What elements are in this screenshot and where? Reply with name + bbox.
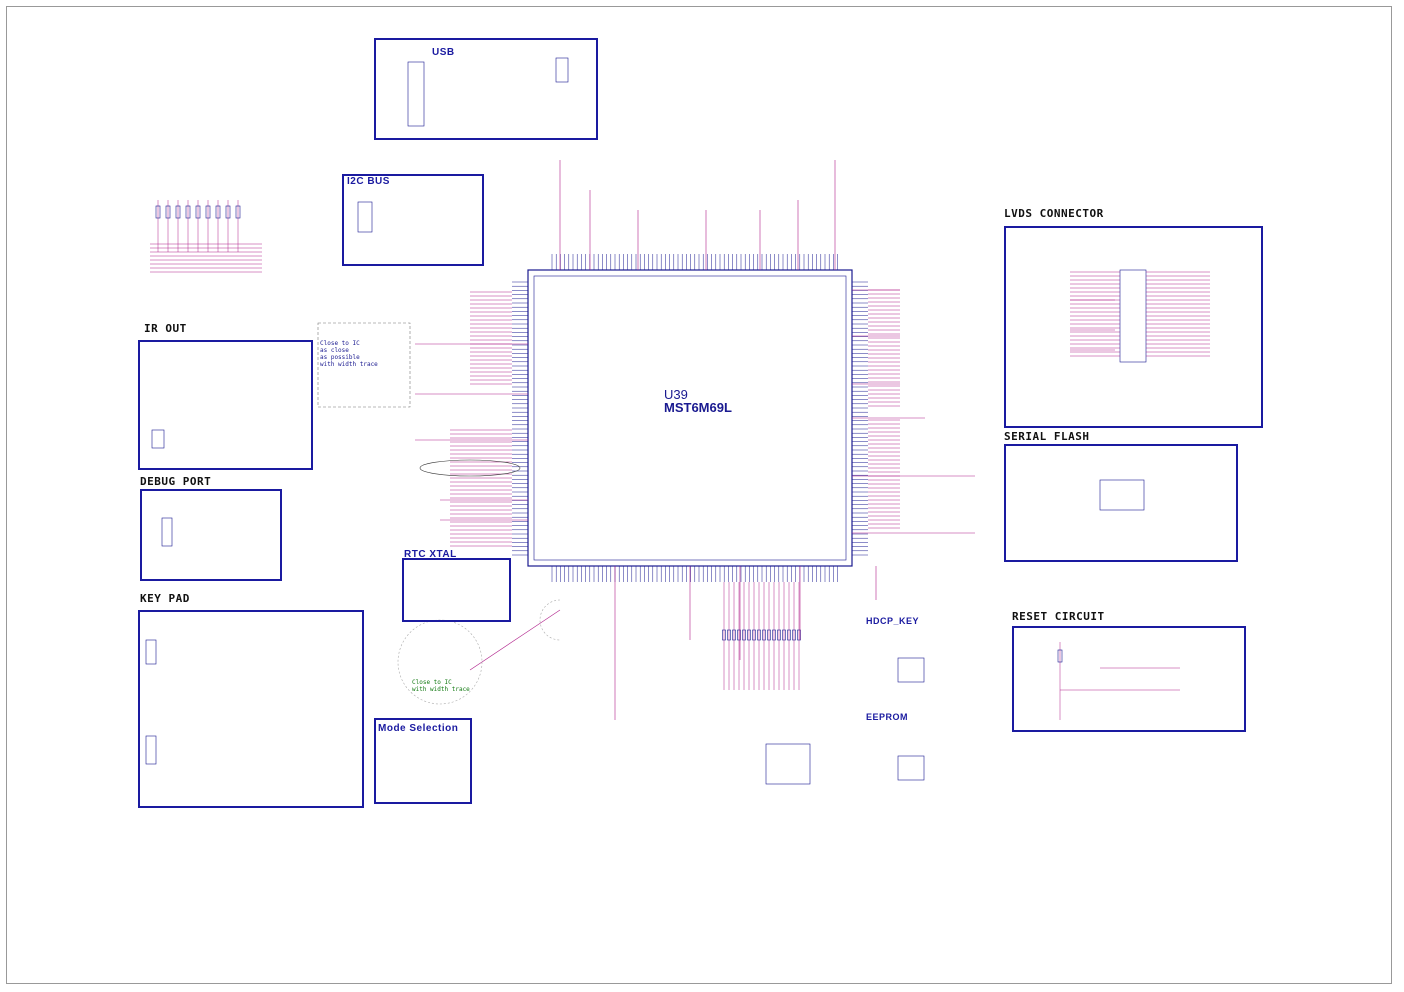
key-pad-block (138, 610, 364, 808)
main-ic-pins (512, 254, 868, 582)
component-symbols (145, 57, 1210, 785)
main-ic-inner (533, 275, 847, 561)
main-ic-part: MST6M69L (664, 400, 732, 415)
reset-circuit-title: RESET CIRCUIT (1012, 610, 1105, 623)
usb-title: USB (432, 47, 455, 58)
layout-note-width-trace: Close to IC with width trace (412, 679, 470, 693)
layout-note-close-to-ic: Close to IC as close as possible with wi… (320, 340, 378, 368)
eeprom-title: EEPROM (866, 712, 909, 722)
i2c-bus-block (342, 174, 484, 266)
debug-port-title: DEBUG PORT (140, 475, 212, 488)
main-ic-body (527, 269, 853, 567)
hdcp-key-title: HDCP_KEY (866, 616, 920, 626)
ir-out-title: IR OUT (144, 322, 187, 335)
serial-flash-block (1004, 444, 1238, 562)
lvds-connector-block (1004, 226, 1263, 428)
highlight-ellipse (419, 459, 521, 477)
serial-flash-title: SERIAL FLASH (1004, 430, 1090, 443)
usb-block (374, 38, 598, 140)
debug-port-block (140, 489, 282, 581)
wires (415, 160, 1115, 720)
key-pad-title: KEY PAD (140, 592, 190, 605)
rtc-xtal-title: RTC XTAL (404, 549, 457, 560)
mode-selection-title: Mode Selection (378, 723, 459, 734)
sheet-border (6, 6, 1392, 984)
reset-circuit-block (1012, 626, 1246, 732)
note-region (317, 322, 411, 408)
mode-selection-block (374, 718, 472, 804)
lvds-connector-title: LVDS CONNECTOR (1004, 207, 1104, 220)
i2c-bus-title: I2C BUS (347, 176, 390, 187)
ir-out-block (138, 340, 313, 470)
main-ic-ref: U39 (664, 387, 688, 402)
rtc-xtal-block (402, 558, 511, 622)
